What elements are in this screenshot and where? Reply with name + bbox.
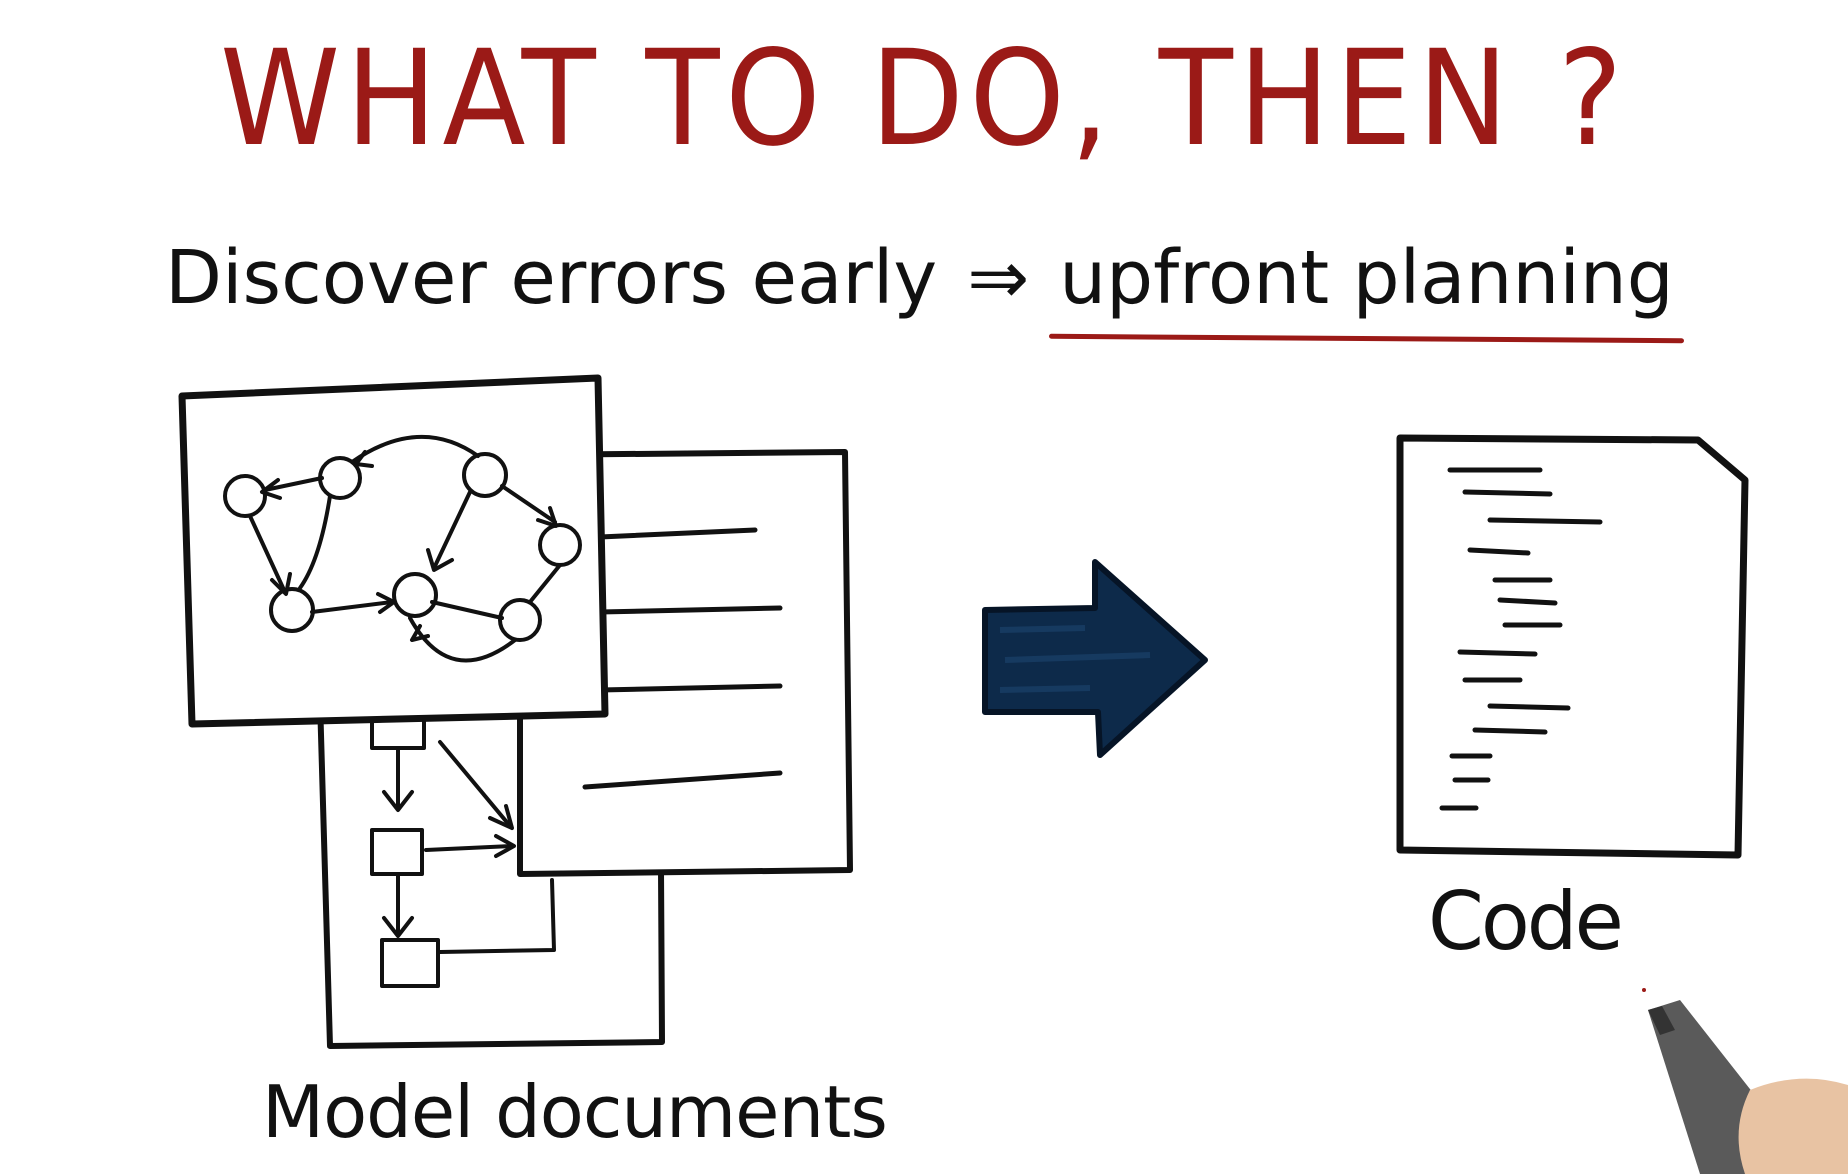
model-documents-caption: Model documents [262, 1070, 888, 1154]
code-file-icon [1396, 434, 1749, 859]
subtitle-emphasis: upfront planning [1059, 235, 1674, 321]
code-caption: Code [1428, 875, 1624, 968]
state-diagram-icon [178, 374, 609, 728]
pen-hand-icon [1642, 988, 1848, 1174]
implies-arrow: ⇒ [967, 235, 1030, 321]
right-arrow-icon [982, 559, 1208, 758]
subtitle-text: Discover errors early [165, 235, 938, 321]
slide-title: WHAT TO DO, THEN ? [219, 22, 1628, 176]
subtitle-line: Discover errors early ⇒ upfront planning [165, 235, 1674, 321]
